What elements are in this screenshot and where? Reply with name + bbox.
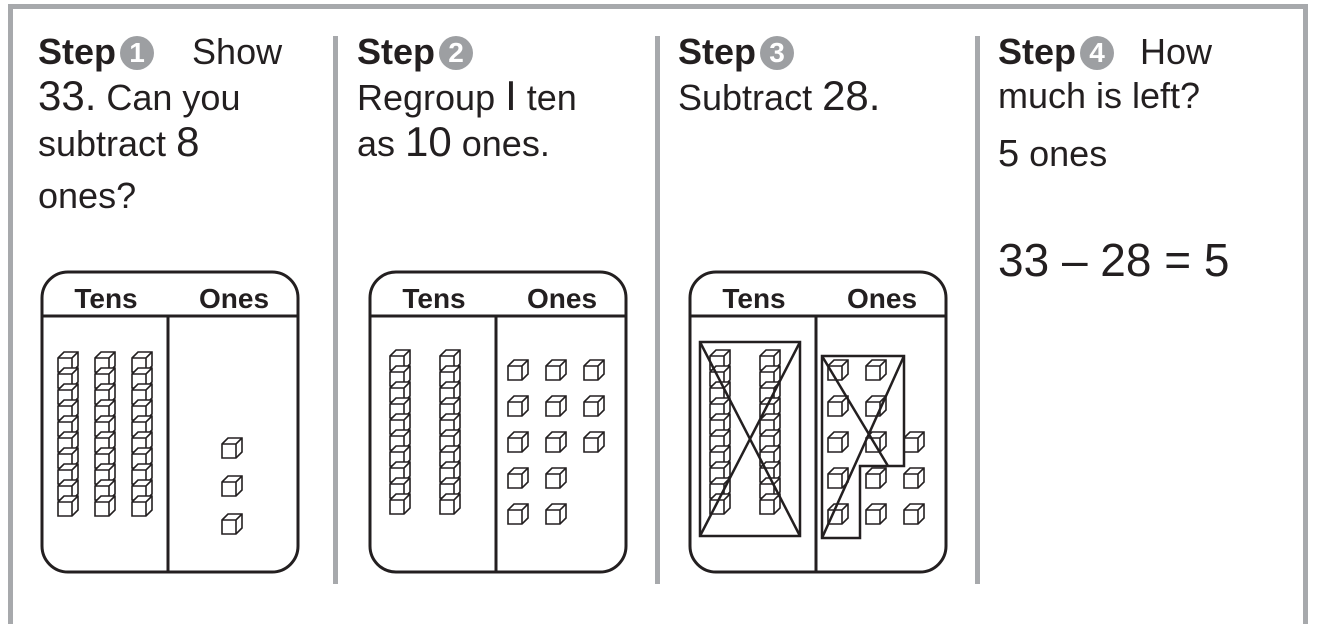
one-cube [584,396,604,416]
one-cube [222,514,242,534]
tens-header: Tens [402,283,465,314]
ten-rod [58,352,78,516]
ones-header: Ones [527,283,597,314]
step-1-question: Can you [96,77,240,118]
ten-rod [440,350,460,514]
ten-rod-unit [95,496,115,516]
one-cube [222,438,242,458]
step-4-result-text: ones [1019,133,1107,174]
step-2-ten: ten [517,77,577,118]
ten-rod-unit [440,494,460,514]
tens-header: Tens [74,283,137,314]
ten-rod [390,350,410,514]
ten-rod-unit [390,494,410,514]
ten-rod-unit [760,494,780,514]
step-1-text: Step1 Show 33. Can you subtract 8 ones? [38,30,318,218]
step-2-regroup: Regroup [357,77,505,118]
one-cube [828,432,848,452]
step-2-ones: ones. [452,123,550,164]
one-cube [546,432,566,452]
one-cube [546,396,566,416]
one-cube [904,432,924,452]
one-cube [508,396,528,416]
step-2-as: as [357,123,405,164]
place-value-chart-1: Tens Ones [40,270,300,574]
ten-rod-unit [58,496,78,516]
step-2-number-1: I [505,72,517,119]
step-4-question: much is left? [998,74,1298,118]
one-cube [828,396,848,416]
step-3-label: Step [678,31,756,72]
step-2-number-badge: 2 [439,36,473,70]
step-4-how: How [1140,31,1212,72]
ten-rod [95,352,115,516]
step-1-number-badge: 1 [120,36,154,70]
one-cube [866,468,886,488]
divider-1 [333,36,338,584]
ten-rod [710,350,730,514]
step-1-subtract: subtract [38,123,176,164]
ones-header: Ones [199,283,269,314]
ones-header: Ones [847,283,917,314]
one-cube [904,504,924,524]
one-cube [866,504,886,524]
one-cube [546,504,566,524]
divider-2 [655,36,660,584]
step-4-number-badge: 4 [1080,36,1114,70]
one-cube [508,504,528,524]
step-3-number-badge: 3 [760,36,794,70]
one-cube [904,468,924,488]
one-cube [866,396,886,416]
step-4-label: Step [998,31,1076,72]
one-cube [508,432,528,452]
step-2-label: Step [357,31,435,72]
step-1-number-8: 8 [176,118,199,165]
step-3-subtract: Subtract [678,77,822,118]
step-4-result-number: 5 [998,133,1019,175]
one-cube [584,360,604,380]
step-1-ones: ones? [38,174,318,218]
one-cube [508,468,528,488]
step-2-number-10: 10 [405,118,452,165]
divider-3 [975,36,980,584]
one-cube [584,432,604,452]
step-1-show: Show [192,31,282,72]
ten-rod [132,352,152,516]
step-4-equation: 33 – 28 = 5 [998,238,1298,282]
ten-rod-unit [132,496,152,516]
one-cube [222,476,242,496]
one-cube [508,360,528,380]
step-1-label: Step [38,31,116,72]
step-3-number-28: 28. [822,72,880,119]
one-cube [866,360,886,380]
one-cube [546,468,566,488]
one-cube [546,360,566,380]
place-value-chart-3: Tens Ones [688,270,948,574]
step-1-number-33: 33. [38,72,96,119]
tens-header: Tens [722,283,785,314]
place-value-chart-2: Tens Ones [368,270,628,574]
